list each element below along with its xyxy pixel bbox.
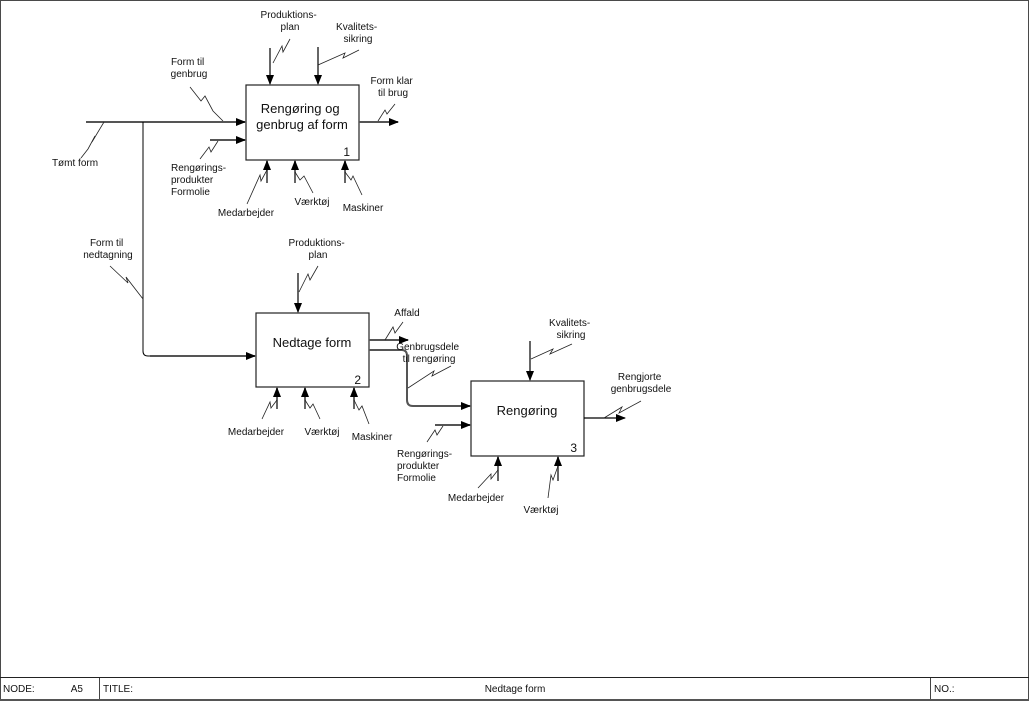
activity-1-title: Rengøring og genbrug af form bbox=[256, 101, 348, 132]
arrow-a2-medarbejder[interactable] bbox=[261, 387, 281, 420]
label-a2-maskiner: Maskiner bbox=[352, 432, 393, 443]
activity-box-2[interactable]: Nedtage form 2 bbox=[255, 312, 370, 388]
arrow-a2-produktionsplan[interactable] bbox=[294, 265, 319, 313]
arrow-a1-kvalitetssikring[interactable] bbox=[314, 47, 360, 85]
activity-3-title: Rengøring bbox=[497, 403, 558, 418]
activity-2-title: Nedtage form bbox=[273, 335, 352, 350]
label-a1-produktionsplan: Produktions- plan bbox=[261, 10, 320, 33]
label-a2-vaerktoj: Værktøj bbox=[305, 427, 340, 438]
label-a1-maskiner: Maskiner bbox=[343, 203, 384, 214]
frame-bottom-border bbox=[0, 699, 1029, 701]
label-affald: Affald bbox=[394, 308, 419, 319]
arrow-a1-rengoringsprodukter[interactable] bbox=[199, 136, 246, 160]
node-value: A5 bbox=[70, 683, 83, 695]
arrow-rengjorte[interactable] bbox=[584, 400, 642, 422]
arrow-a1-medarbejder[interactable] bbox=[246, 160, 271, 205]
label-tomt-form: Tømt form bbox=[52, 158, 98, 169]
no-label: NO.: bbox=[934, 683, 955, 695]
label-form-til-nedtagning: Form til nedtagning bbox=[83, 238, 133, 261]
activity-2-number: 2 bbox=[354, 373, 361, 387]
arrow-a3-vaerktoj[interactable] bbox=[547, 456, 562, 499]
arrow-a1-vaerktoj[interactable] bbox=[291, 160, 314, 194]
label-a2-medarbejder: Medarbejder bbox=[228, 427, 285, 438]
arrow-a3-rengoringsprodukter[interactable] bbox=[426, 421, 471, 443]
label-a3-vaerktoj: Værktøj bbox=[524, 505, 559, 516]
activity-1-number: 1 bbox=[343, 145, 350, 159]
label-a1-rengoringsprodukter: Rengørings- produkter Formolie bbox=[171, 163, 229, 198]
label-a2-produktionsplan: Produktions- plan bbox=[289, 238, 348, 261]
label-rengjorte: Rengjorte genbrugsdele bbox=[611, 372, 672, 395]
arrow-a3-kvalitetssikring[interactable] bbox=[526, 341, 573, 381]
arrow-genbrugsdele[interactable] bbox=[369, 349, 471, 410]
arrow-affald[interactable] bbox=[369, 321, 409, 344]
arrow-a2-vaerktoj[interactable] bbox=[301, 387, 321, 420]
label-a3-rengoringsprodukter: Rengørings- produkter Formolie bbox=[397, 449, 455, 484]
arrow-a1-maskiner[interactable] bbox=[341, 160, 363, 196]
no-cell: NO.: bbox=[931, 678, 1029, 700]
arrow-a2-maskiner[interactable] bbox=[350, 387, 370, 425]
title-label: TITLE: bbox=[103, 683, 134, 695]
arrow-form-til-genbrug-squiggle bbox=[189, 86, 224, 122]
title-block: NODE: A5 TITLE: Nedtage form NO.: bbox=[0, 677, 1029, 701]
node-label: NODE: bbox=[3, 683, 35, 695]
arrow-tomt-form[interactable] bbox=[80, 118, 246, 159]
idef0-diagram: Rengøring og genbrug af form 1 Nedtage f… bbox=[52, 10, 672, 516]
activity-box-3[interactable]: Rengøring 3 bbox=[470, 380, 585, 457]
label-a1-kvalitetssikring: Kvalitets- sikring bbox=[336, 22, 380, 45]
title-cell: TITLE: Nedtage form bbox=[100, 678, 931, 700]
arrow-a1-produktionsplan[interactable] bbox=[266, 38, 291, 85]
label-a3-kvalitetssikring: Kvalitets- sikring bbox=[549, 318, 593, 341]
label-a1-vaerktoj: Værktøj bbox=[295, 197, 330, 208]
label-genbrugsdele: Genbrugsdele til rengøring bbox=[396, 342, 462, 365]
arrow-form-til-nedtagning[interactable] bbox=[109, 122, 256, 360]
title-value: Nedtage form bbox=[484, 683, 546, 695]
arrow-form-klar[interactable] bbox=[359, 103, 399, 126]
label-form-klar: Form klar til brug bbox=[370, 76, 415, 99]
label-a1-medarbejder: Medarbejder bbox=[218, 208, 275, 219]
node-cell: NODE: A5 bbox=[0, 678, 100, 700]
label-form-til-genbrug: Form til genbrug bbox=[171, 57, 208, 80]
label-a3-medarbejder: Medarbejder bbox=[448, 493, 505, 504]
activity-3-number: 3 bbox=[570, 441, 577, 455]
activity-box-1[interactable]: Rengøring og genbrug af form 1 bbox=[245, 84, 360, 161]
arrow-a3-medarbejder[interactable] bbox=[477, 456, 502, 489]
